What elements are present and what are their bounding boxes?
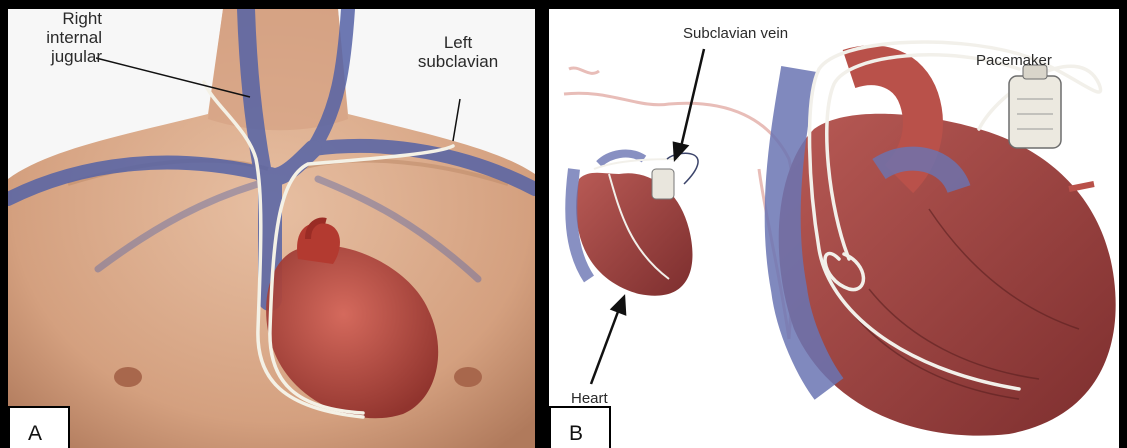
label-pacemaker: Pacemaker: [976, 51, 1052, 70]
label-right-internal-jugular: Right internal jugular: [20, 9, 102, 66]
panel-a-illustration: Right internal jugular Left subclavian A: [8, 9, 535, 448]
panel-b: Subclavian vein Pacemaker Heart B: [543, 0, 1127, 448]
left-nipple: [114, 367, 142, 387]
panel-a-letter: A: [8, 406, 70, 448]
large-pacemaker: [1009, 65, 1061, 148]
chest-illustration: [8, 9, 535, 448]
panel-b-illustration: Subclavian vein Pacemaker Heart B: [549, 9, 1119, 448]
panel-b-letter: B: [549, 406, 611, 448]
small-pacemaker: [652, 169, 674, 199]
panel-a: Right internal jugular Left subclavian A: [0, 0, 543, 448]
pacemaker-illustration: [549, 9, 1119, 448]
right-nipple: [454, 367, 482, 387]
label-subclavian-vein: Subclavian vein: [683, 24, 788, 43]
label-left-subclavian: Left subclavian: [410, 33, 506, 71]
